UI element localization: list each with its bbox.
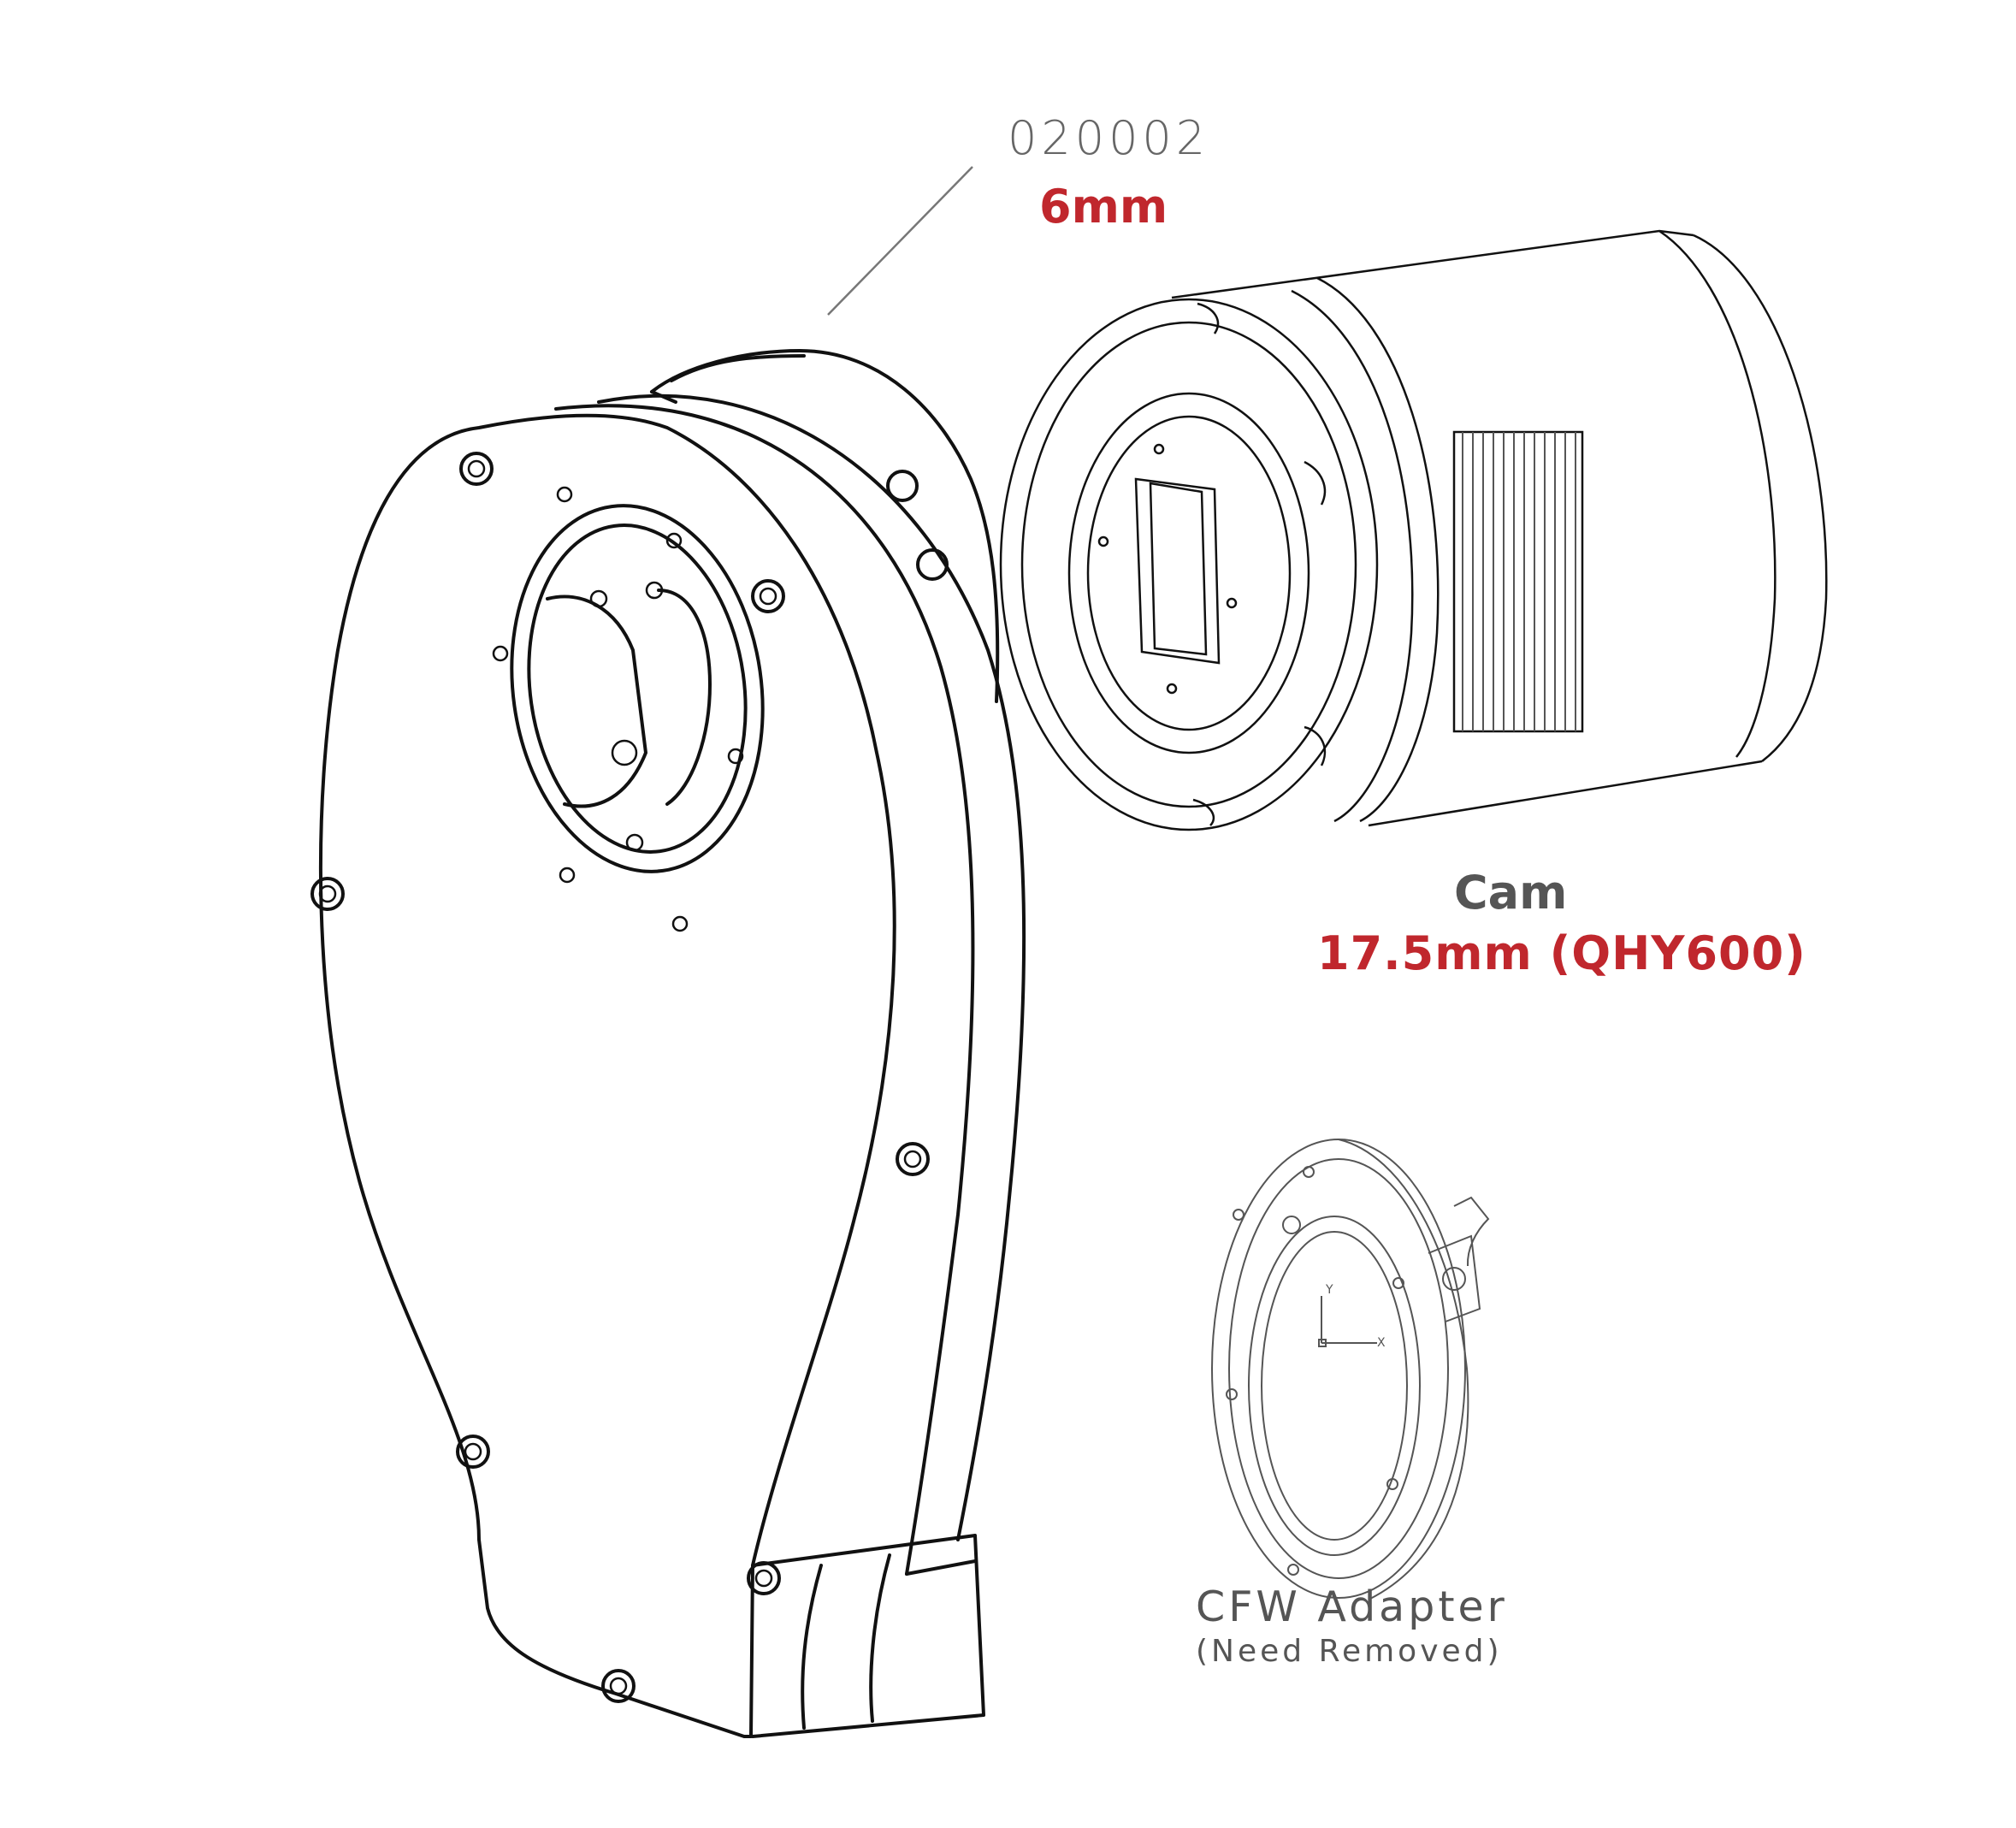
cfw-adapter: Y X — [1211, 1139, 1490, 1600]
leader-line — [827, 166, 973, 316]
svg-text:Y: Y — [1325, 1283, 1333, 1297]
camera — [999, 229, 1828, 831]
wheel-mid-rim — [554, 404, 975, 1576]
wheel-rear-rim — [597, 393, 1026, 1541]
adapter-note-label: (Need Removed) — [1196, 1634, 1503, 1669]
screws — [310, 452, 930, 1703]
part-thickness-label: 6mm — [1039, 180, 1168, 234]
svg-text:X: X — [1377, 1336, 1386, 1350]
spacer-ring — [650, 349, 1000, 703]
camera-thickness-label: 17.5mm (QHY600) — [1317, 926, 1806, 980]
camera-front — [999, 298, 1379, 831]
adapter-title-label: CFW Adapter — [1196, 1582, 1508, 1631]
wheel-aperture — [510, 504, 765, 873]
part-code-label: 020002 — [1008, 111, 1210, 165]
heat-sink — [1452, 430, 1584, 733]
filter-wheel — [310, 349, 1026, 1738]
mounting-holes — [492, 486, 744, 932]
camera-title-label: Cam — [1454, 866, 1568, 920]
